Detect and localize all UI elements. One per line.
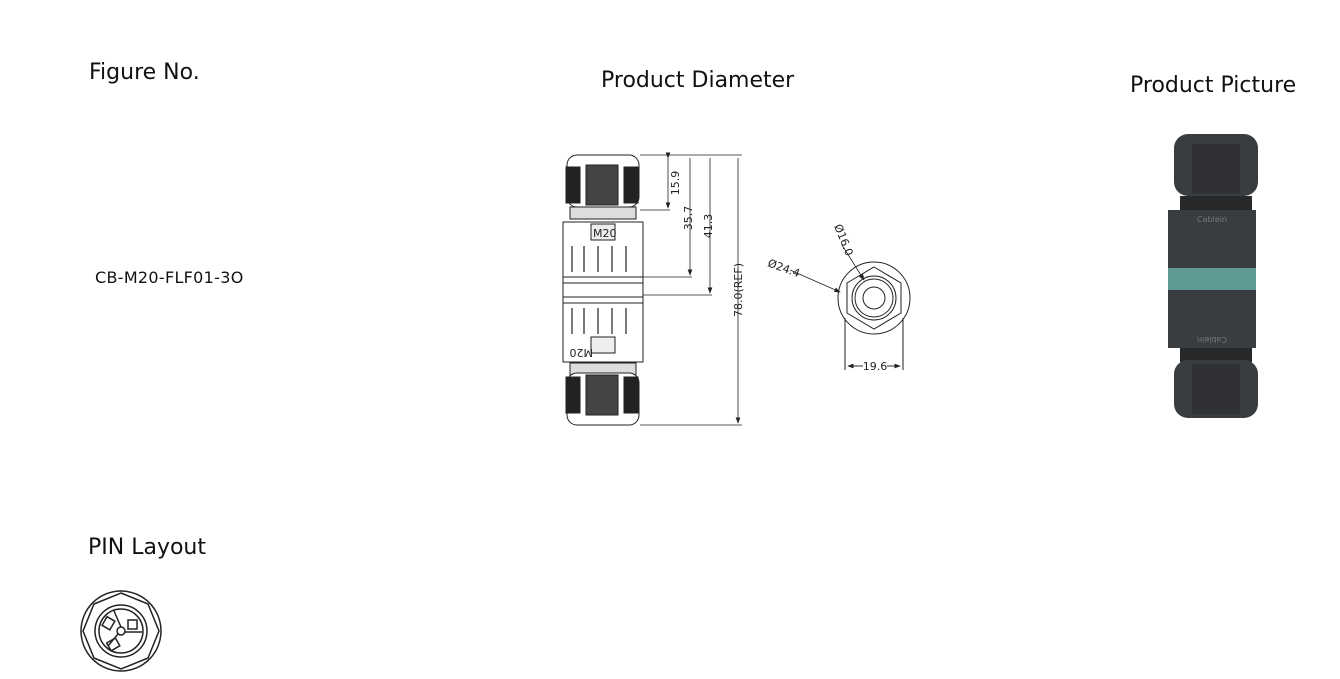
dim-78-ref: 78.0(REF) (732, 263, 745, 317)
dim-dia-16-0: Ø16.0 (831, 222, 855, 258)
thread-label-bottom: M20 (570, 346, 594, 359)
svg-text:Cablein: Cablein (1197, 335, 1227, 344)
thread-label-top: M20 (593, 227, 617, 240)
product-picture-heading: Product Picture (1130, 73, 1297, 98)
dimension-lines (640, 152, 742, 426)
dim-dia-24-4: Ø24.4 (766, 257, 802, 281)
connector-front-view (789, 244, 911, 370)
dim-width-19-6: 19.6 (863, 360, 888, 373)
product-photo: Cablein Cablein (1168, 134, 1258, 418)
connector-side-view: M20 M20 (562, 154, 644, 426)
figure-number-value: CB-M20-FLF01-3O (95, 268, 244, 287)
figure-no-heading: Figure No. (89, 60, 200, 85)
dim-35-7: 35.7 (682, 206, 695, 231)
pin-layout-heading: PIN Layout (88, 535, 206, 560)
dim-15-9: 15.9 (669, 171, 682, 196)
dim-41-3: 41.3 (702, 214, 715, 239)
svg-text:Cablein: Cablein (1197, 215, 1227, 224)
product-diameter-heading: Product Diameter (601, 68, 795, 93)
pin-layout-diagram (80, 590, 162, 672)
